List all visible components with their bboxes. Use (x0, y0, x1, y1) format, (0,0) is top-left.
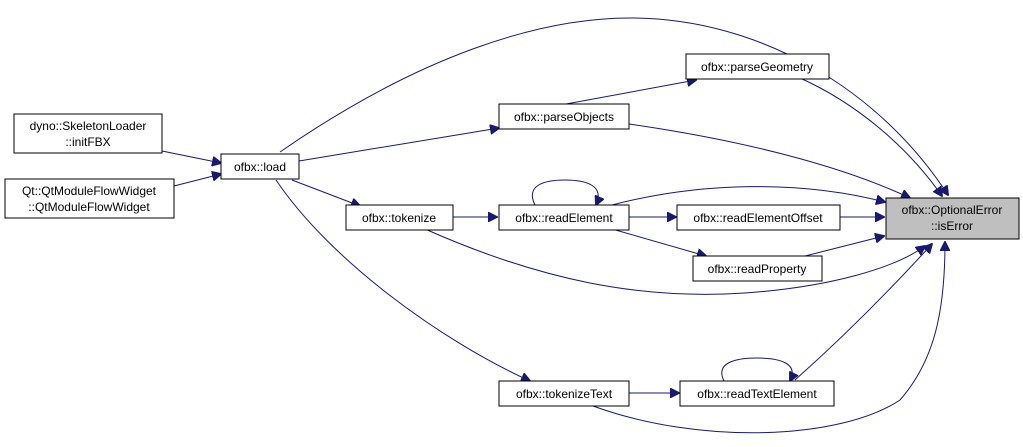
node-label-line: ofbx::load (234, 160, 286, 174)
node-label-line: ofbx::readElementOffset (693, 211, 823, 225)
node-label-line: ::isError (931, 219, 973, 233)
edge-parseobjects-to-parsegeometry (565, 80, 696, 105)
node-label-line: ofbx::parseGeometry (701, 60, 813, 74)
node-label-line: ::QtModuleFlowWidget (28, 200, 150, 214)
edge-readtextelement-self-loop (721, 357, 792, 381)
node-readelementoffset[interactable]: ofbx::readElementOffset (676, 204, 841, 231)
edge-load-to-tokenizetext (275, 179, 530, 381)
edge-tokenizetext-to-iserror (592, 242, 945, 434)
node-label-line: ofbx::tokenizeText (516, 387, 613, 401)
edge-load-to-iserror (279, 17, 948, 195)
edge-load-to-parseobjects (298, 128, 499, 162)
node-qtmoduleflowwidget[interactable]: Qt::QtModuleFlowWidget ::QtModuleFlowWid… (4, 178, 175, 219)
node-load[interactable]: ofbx::load (220, 153, 300, 180)
node-readtextelement[interactable]: ofbx::readTextElement (679, 380, 835, 407)
node-label-line: ofbx::readProperty (708, 262, 807, 276)
node-optionalerror-iserror[interactable]: ofbx::OptionalError ::isError (885, 197, 1020, 240)
edge-tokenize-to-iserror (424, 228, 925, 295)
node-label-line: ofbx::parseObjects (514, 110, 614, 124)
edge-readelement-self-loop (532, 179, 598, 205)
edge-parseobjects-to-iserror (628, 123, 910, 198)
node-label-line: ofbx::readTextElement (697, 387, 817, 401)
node-label-line: Qt::QtModuleFlowWidget (22, 184, 157, 198)
node-label-line: ofbx::readElement (515, 211, 613, 225)
edge-readelement-to-readproperty (611, 228, 706, 256)
node-label-line: ofbx::OptionalError (902, 203, 1003, 217)
node-readproperty[interactable]: ofbx::readProperty (692, 255, 823, 282)
node-parseobjects[interactable]: ofbx::parseObjects (498, 103, 630, 130)
node-parsegeometry[interactable]: ofbx::parseGeometry (685, 53, 830, 80)
node-label-line: dyno::SkeletonLoader (30, 119, 147, 133)
node-skeleton-loader-initfbx[interactable]: dyno::SkeletonLoader ::initFBX (13, 113, 163, 154)
node-label-line: ::initFBX (65, 135, 110, 149)
node-tokenizetext[interactable]: ofbx::tokenizeText (498, 380, 630, 407)
edge-load-to-tokenize (291, 179, 360, 206)
edge-parsegeometry-to-iserror (799, 77, 942, 196)
node-label-line: ofbx::tokenize (362, 211, 436, 225)
edge-initfbx-to-load (161, 150, 221, 163)
edge-readelement-to-iserror (611, 186, 885, 206)
node-tokenize[interactable]: ofbx::tokenize (345, 204, 454, 231)
node-readelement[interactable]: ofbx::readElement (498, 204, 630, 231)
edge-flowwidget-to-load (173, 174, 221, 187)
edge-readtextelement-to-iserror (794, 244, 932, 381)
edge-readproperty-to-iserror (804, 236, 884, 257)
